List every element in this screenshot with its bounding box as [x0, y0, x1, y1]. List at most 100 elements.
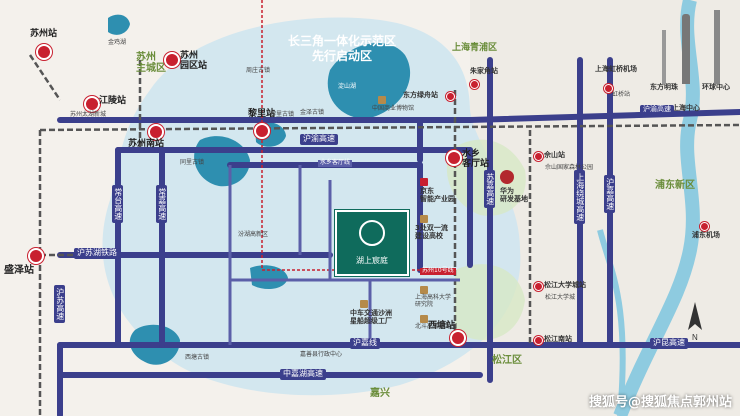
poi-beidou-line1: 北斗	[415, 323, 428, 330]
station-songjiang-south-marker[interactable]	[534, 336, 543, 345]
station-dongfang[interactable]: 东方绿舟站	[403, 91, 438, 99]
road-hu-yu-top: 沪渝高速	[300, 134, 338, 145]
station-suzhou-park[interactable]: 苏州 园区站	[180, 51, 208, 72]
poi-xinsheng[interactable]: 嘉善县行政中心	[300, 351, 343, 358]
region-pudong: 浦东新区	[655, 180, 695, 191]
project-logo-icon	[359, 220, 385, 246]
road-shanghai-ring: 上海绕城高速	[574, 170, 585, 224]
poi-school3[interactable]: 3处双一流 建设高校	[415, 224, 448, 240]
road-zhongjia-hu: 中嘉湖高速	[280, 369, 326, 380]
station-sheshan[interactable]: 佘山站	[544, 151, 565, 159]
region-qingpu: 上海青浦区	[452, 43, 498, 53]
poi-univ-sh-line1: 上海高科大学	[415, 294, 452, 301]
watermark: 搜狐号@搜狐焦点郭州站	[588, 395, 732, 410]
poi-fenhu[interactable]: 汾湖高新区	[238, 231, 269, 238]
poi-tongli[interactable]: 同里古镇	[180, 159, 205, 166]
tower-icon-3	[662, 30, 666, 84]
station-shuixiang-marker[interactable]	[446, 150, 462, 166]
station-xitang-marker[interactable]	[450, 330, 466, 346]
poi-univ-sh-line2: 研究院	[415, 300, 434, 308]
poi-jingdong-line1: 京东	[420, 187, 434, 195]
station-shuixiang-line2: 客厅站	[462, 158, 490, 169]
poi-cbd[interactable]: 中国商业博物馆	[372, 105, 415, 112]
station-pudong-airport-marker[interactable]	[700, 222, 709, 231]
station-songjiang-univ[interactable]: 松江大学城站	[544, 281, 586, 289]
station-jiangling[interactable]: 江陵站	[99, 96, 127, 106]
zone-title-line1: 长三角一体化示范区	[288, 34, 397, 48]
zone-title-line2: 先行启动区	[312, 49, 373, 63]
station-sheshan-marker[interactable]	[534, 152, 543, 161]
poi-wuzhong[interactable]: 苏州太湖新城	[70, 111, 107, 118]
poi-huawei-line1: 华为	[500, 187, 514, 195]
station-lixin[interactable]: 黎里站	[248, 109, 276, 119]
station-shuixiang[interactable]: 水乡 客厅站	[462, 149, 490, 170]
poi-univ-sh[interactable]: 上海高科大学 研究院	[415, 294, 452, 308]
station-hongqiao[interactable]: 虹桥站	[612, 91, 631, 98]
station-songjiang-univ-marker[interactable]	[534, 282, 543, 291]
road-hu-yu-mid: 沪渝高速	[640, 105, 674, 115]
poi-xitang-town[interactable]: 西塘古镇	[185, 354, 210, 361]
poi-songjiang-ut[interactable]: 松江大学城	[545, 294, 576, 301]
station-suzhou-south-marker[interactable]	[148, 124, 164, 140]
jingdong-icon	[420, 178, 428, 186]
station-lixin-marker[interactable]	[254, 123, 270, 139]
poi-zhouzhuang[interactable]: 周庄古镇	[246, 67, 271, 74]
station-shengze-marker[interactable]	[28, 248, 44, 264]
poi-jinze[interactable]: 金泽古镇	[300, 109, 325, 116]
university-icon	[420, 286, 428, 294]
region-shanghai-center: 上海中心	[672, 104, 700, 112]
factory-icon	[360, 300, 368, 308]
region-songjiang: 松江区	[492, 355, 522, 366]
station-pudong-airport[interactable]: 浦东机场	[692, 231, 720, 239]
station-songjiang-south[interactable]: 松江南站	[544, 335, 572, 343]
project-highlight[interactable]: 湖上宸庭	[335, 210, 409, 276]
poi-sheshan-park[interactable]: 佘山国家森林公园	[545, 164, 594, 171]
station-shengze[interactable]: 盛泽站	[4, 265, 34, 276]
poi-jingdong[interactable]: 京东 智能产业园	[420, 187, 455, 203]
station-xitang[interactable]: 西塘站	[428, 321, 456, 331]
svg-text:N: N	[692, 333, 698, 340]
map-icon	[420, 315, 428, 323]
poi-lili[interactable]: 黎里古镇	[270, 111, 295, 118]
road-hu-su-hu: 沪苏湖铁路	[74, 248, 120, 259]
station-suzhou-park-marker[interactable]	[164, 52, 180, 68]
poi-jinji-lake: 金鸡湖	[108, 39, 127, 46]
poi-school3-line1: 3处双一流	[415, 224, 448, 232]
road-hujia-v: 沪嘉高速	[604, 175, 615, 213]
poi-jingdong-line2: 智能产业园	[420, 194, 455, 203]
zone-title: 长三角一体化示范区 先行启动区	[288, 34, 396, 64]
road-line-qiuxu: 水乡客厅线	[318, 159, 353, 167]
station-suzhou-marker[interactable]	[36, 44, 52, 60]
poi-beidou[interactable]: 北斗高精度地图	[415, 323, 457, 331]
poi-zhongche-line1: 中车交通沙洲	[350, 309, 392, 317]
station-dongfang-marker[interactable]	[446, 92, 455, 101]
region-suzhou-main: 苏州 主城区	[136, 52, 166, 74]
station-jiangling-marker[interactable]	[84, 96, 100, 112]
station-suzhou[interactable]: 苏州站	[30, 29, 58, 39]
compass-icon: N	[688, 302, 702, 340]
station-suzhou-park-line1: 苏州	[180, 51, 199, 61]
poi-huawei[interactable]: 华为 研发基地	[500, 187, 528, 203]
poi-huawei-line2: 研发基地	[500, 194, 528, 203]
station-zhujiajiao-marker[interactable]	[470, 80, 479, 89]
road-sujia-v: 苏嘉高速	[484, 170, 495, 208]
station-hongqiao-airport-marker[interactable]	[604, 84, 613, 93]
tower-icon	[682, 14, 690, 84]
road-changjia: 常嘉高速	[156, 185, 167, 223]
station-hongqiao-airport[interactable]: 上海虹桥机场	[595, 65, 637, 73]
poi-shanghai-sky[interactable]: 东方明珠	[650, 83, 678, 91]
poi-zhongche[interactable]: 中车交通沙洲 星船超级工厂	[350, 309, 392, 325]
road-hu-kun: 沪昆高速	[650, 338, 688, 349]
region-jiaxing: 嘉兴	[370, 388, 390, 399]
road-metro17: 苏州10号线	[420, 267, 456, 275]
station-suzhou-south[interactable]: 苏州南站	[128, 139, 165, 149]
station-zhujiajiao[interactable]: 朱家角站	[470, 67, 498, 75]
road-changtai: 常台高速	[112, 185, 123, 223]
road-huguan: 沪嘉线	[350, 338, 380, 349]
huawei-logo-icon	[500, 170, 514, 184]
station-suzhou-park-line2: 园区站	[180, 60, 208, 71]
poi-school3-line2: 建设高校	[415, 231, 443, 240]
poi-huanqiu[interactable]: 环球中心	[702, 83, 730, 91]
road-husu-mid: 沪苏高速	[54, 285, 65, 323]
